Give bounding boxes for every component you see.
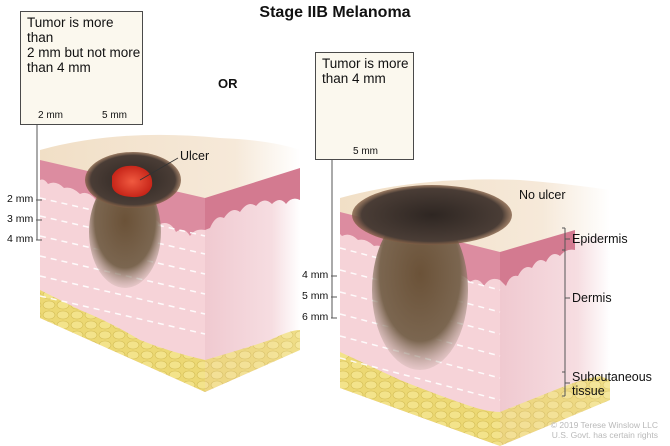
right-box-line-1: Tumor is more — [322, 56, 409, 71]
left-depth-3mm: 3 mm — [7, 213, 34, 225]
or-connector: OR — [218, 76, 238, 91]
left-box-line-1: Tumor is more than — [27, 15, 114, 45]
right-box-line-2: than 4 mm — [322, 71, 386, 86]
left-depth-ruler — [36, 124, 42, 241]
copyright-line-2: U.S. Govt. has certain rights — [551, 430, 658, 440]
right-depth-4mm: 4 mm — [302, 269, 329, 281]
diagram-title: Stage IIB Melanoma — [259, 4, 411, 21]
pencil-size-label-left: 5 mm — [102, 110, 127, 121]
right-skin-block — [339, 179, 610, 446]
dermis-label: Dermis — [572, 291, 612, 305]
right-info-box: Tumor is more than 4 mm 5 mm — [315, 52, 414, 160]
pencil-size-label-right: 5 mm — [353, 146, 378, 157]
copyright-line-1: © 2019 Terese Winslow LLC — [550, 420, 658, 430]
right-depth-6mm: 6 mm — [302, 311, 329, 323]
right-depth-ruler — [331, 160, 337, 319]
left-depth-2mm: 2 mm — [7, 193, 34, 205]
right-depth-5mm: 5 mm — [302, 290, 329, 302]
copyright-notice: © 2019 Terese Winslow LLC U.S. Govt. has… — [551, 420, 658, 440]
ulcer-label: Ulcer — [180, 149, 210, 163]
layer-brackets — [562, 227, 570, 397]
subcutaneous-line-1: Subcutaneous — [572, 370, 652, 384]
left-skin-block — [39, 134, 300, 392]
subcutaneous-tissue-label: Subcutaneous tissue — [572, 370, 652, 398]
crayon-size-label: 2 mm — [38, 110, 63, 121]
left-info-box: Tumor is more than 2 mm but not more tha… — [20, 11, 143, 125]
left-box-line-2: 2 mm but not more — [27, 45, 141, 60]
left-box-line-3: than 4 mm — [27, 60, 91, 75]
epidermis-label: Epidermis — [572, 232, 628, 246]
no-ulcer-label: No ulcer — [519, 188, 566, 202]
subcutaneous-line-2: tissue — [572, 384, 605, 398]
left-depth-4mm: 4 mm — [7, 233, 34, 245]
